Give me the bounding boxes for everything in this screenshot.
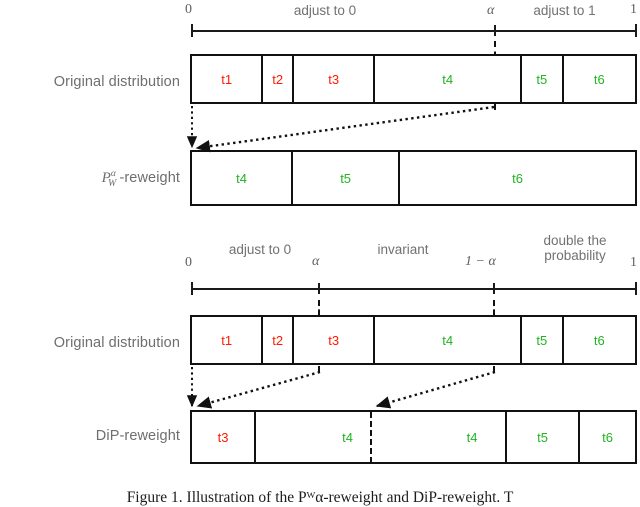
panel1-segment-label-adjust-to-1: adjust to 1: [533, 3, 596, 18]
panel1-axis-label-1: 1: [630, 2, 637, 17]
pw-label-suffix: -reweight: [119, 170, 180, 186]
panel2-cell-t5: t5: [522, 317, 564, 363]
panel1-original-distribution-bar: t1 t2 t3 t4 t5 t6: [190, 54, 637, 104]
panel2-dip-cell-t4-b: t4: [439, 412, 507, 462]
panel2-cell-t3: t3: [294, 317, 376, 363]
panel2-cell-t1: t1: [192, 317, 264, 363]
panel2-axis-label-1: 1: [630, 255, 637, 270]
panel2-segment-label-adjust-to-0: adjust to 0: [228, 242, 292, 257]
panel1-axis-label-0: 0: [185, 2, 192, 17]
panel2-dip-cell-t6: t6: [602, 429, 613, 445]
panel2-original-distribution-bar: t1 t2 t3 t4 t5 t6: [190, 315, 637, 365]
panel2-axis-cap-right: [635, 282, 637, 295]
panel1-cell-t1: t1: [192, 56, 264, 102]
panel1-pw-alpha-reweight-bar: t4 t5 t6: [190, 150, 637, 206]
figure-caption: Figure 1. Illustration of the Pᵂα-reweig…: [126, 489, 514, 506]
panel2-cell-t2: t2: [263, 317, 295, 363]
panel1-row-label-original-distribution: Original distribution: [53, 74, 180, 90]
panel1-axis-line: [191, 30, 637, 32]
panel2-axis-tick-mark-alpha: [318, 283, 320, 294]
panel1-cell-t6: t6: [593, 71, 605, 87]
panel2-axis-tick-alpha: α: [312, 254, 320, 269]
panel1-row-label-pw-alpha-reweight: PαW-reweight: [12, 169, 180, 189]
panel1-axis-cap-right: [635, 24, 637, 37]
panel2-dip-cell-t3: t3: [192, 412, 256, 462]
panel2-arrow-one-minus-alpha-to-split: [375, 370, 496, 409]
panel2-axis-tick-one-minus-alpha: 1 − α: [465, 254, 496, 269]
panel2-segment-label-invariant: invariant: [377, 242, 429, 257]
panel2-dip-cell-t4-a: t4: [342, 429, 353, 445]
panel1-reweight-cell-t5: t5: [293, 152, 401, 204]
panel1-axis-cap-left: [191, 24, 193, 37]
panel1-axis-tick-alpha: α: [487, 3, 495, 18]
panel1-cell-t5: t5: [522, 56, 564, 102]
pw-label-subscript-w: W: [108, 178, 117, 189]
panel2-axis-label-0: 0: [185, 255, 192, 270]
panel2-axis-tick-mark-one-minus-alpha: [493, 283, 495, 294]
panel1-axis-tick-mark-alpha: [494, 25, 496, 36]
panel2-dip-reweight-bar: t3 t4 t4 t5 t6: [190, 410, 637, 464]
panel2-cell-t6: t6: [593, 332, 605, 348]
panel1-segment-label-adjust-to-0: adjust to 0: [293, 3, 357, 18]
panel2-dip-cell-t5: t5: [507, 412, 580, 462]
panel2-row-label-original-distribution: Original distribution: [53, 335, 180, 351]
panel2-cell-t4: t4: [375, 317, 523, 363]
panel1-reweight-cell-t4: t4: [192, 152, 294, 204]
panel1-cell-t4: t4: [375, 56, 523, 102]
panel2-arrow-alpha-to-left: [196, 370, 321, 409]
pw-label-superscript-alpha: α: [110, 169, 117, 179]
panel1-cell-t2: t2: [263, 56, 295, 102]
panel1-arrow-alpha-to-left: [195, 105, 495, 153]
panel1-cell-t3: t3: [294, 56, 376, 102]
pw-label-base: P: [101, 170, 111, 186]
panel1-reweight-cell-t6: t6: [512, 170, 523, 186]
panel2-axis-cap-left: [191, 282, 193, 295]
panel2-dip-inner-split-dashed: [370, 412, 372, 463]
panel2-segment-label-double-the-probability: double the probability: [543, 233, 607, 263]
panel2-axis-line: [191, 288, 637, 290]
panel2-row-label-dip-reweight: DiP-reweight: [95, 428, 180, 444]
